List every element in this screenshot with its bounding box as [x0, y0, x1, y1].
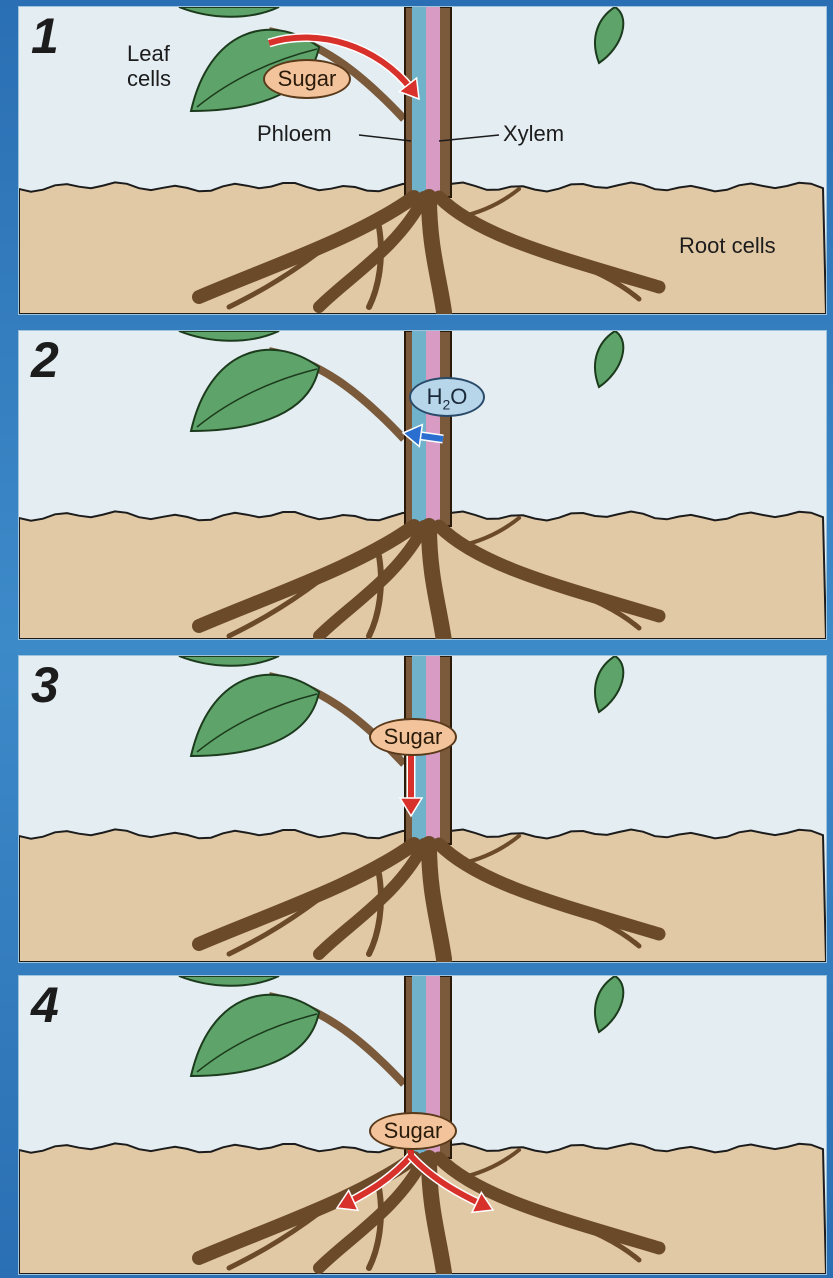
water-bubble: H2O — [409, 377, 485, 417]
sugar-bubble: Sugar — [369, 1112, 457, 1150]
water-o: O — [450, 384, 467, 409]
xylem-tube — [426, 7, 440, 197]
xylem-label: Xylem — [503, 121, 564, 146]
leaf-cells-line1: Leaf — [127, 41, 170, 66]
root-cells-label: Root cells — [679, 233, 776, 258]
sugar-bubble: Sugar — [369, 718, 457, 756]
panel-3: 3 Sugar — [18, 655, 827, 963]
leaf-right — [595, 7, 623, 63]
panel-1: 1 Leaf cells Phloem Xylem Root cells Sug… — [18, 6, 827, 315]
phloem-pointer — [359, 135, 411, 141]
panel-2: 2 H2O — [18, 330, 827, 640]
step-number: 1 — [31, 11, 59, 61]
plant-illustration — [19, 656, 826, 962]
leaf-right — [595, 976, 623, 1032]
step-number: 4 — [31, 980, 59, 1030]
leaf-top — [179, 7, 279, 17]
water-h: H — [427, 384, 443, 409]
xylem-tube — [426, 331, 440, 526]
phloem-label: Phloem — [257, 121, 332, 146]
step-number: 3 — [31, 660, 59, 710]
leaf-cells-line2: cells — [127, 66, 171, 91]
leaf-top — [179, 976, 279, 986]
leaf-top — [179, 331, 279, 341]
plant-illustration — [19, 331, 826, 639]
leaf-right — [595, 331, 623, 387]
sugar-bubble: Sugar — [263, 59, 351, 99]
leaf-top — [179, 656, 279, 666]
leaf-right — [595, 656, 623, 712]
leaf-cells-label: Leaf cells — [127, 41, 171, 92]
phloem-tube — [412, 7, 426, 197]
panel-4: 4 Sugar — [18, 975, 827, 1275]
step-number: 2 — [31, 335, 59, 385]
